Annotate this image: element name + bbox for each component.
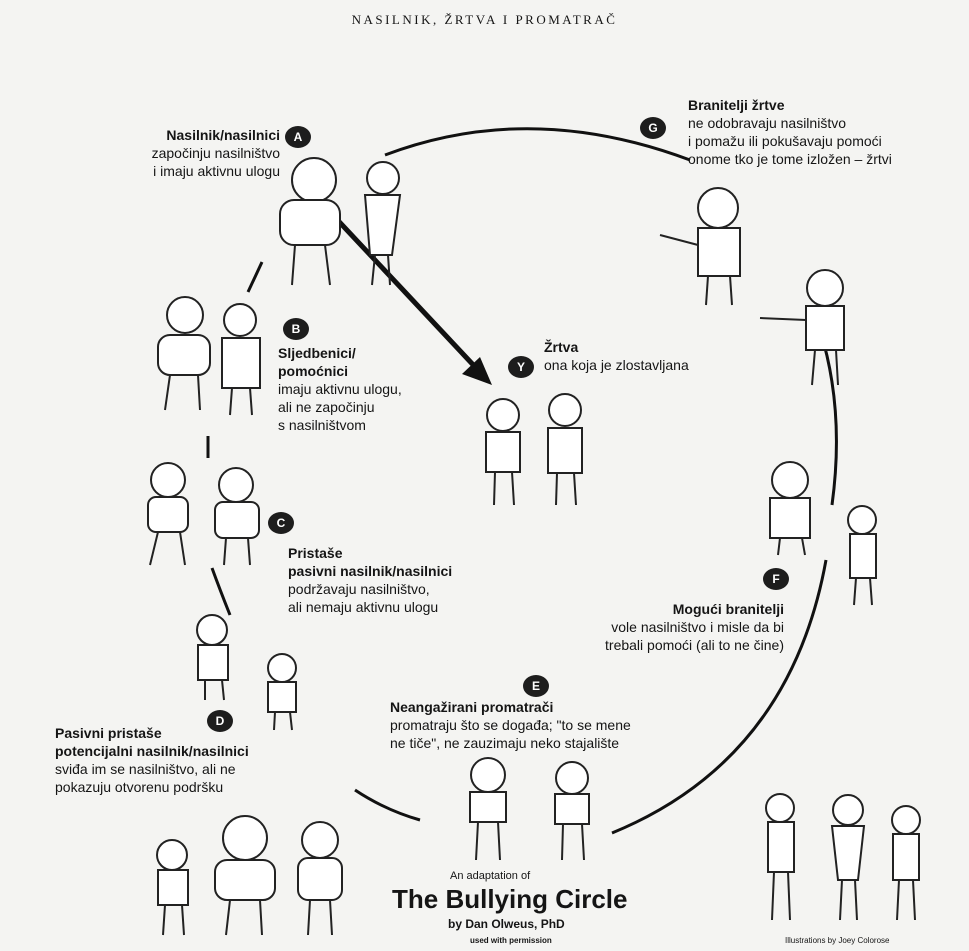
role-b-title-2: pomoćnici <box>278 363 349 379</box>
role-d-line-1: sviđa im se nasilništvo, ali ne <box>55 761 236 777</box>
role-d-line-2: pokazuju otvorenu podršku <box>55 779 224 795</box>
role-g-line-3: onome tko je tome izložen – žrtvi <box>688 151 892 167</box>
role-g-title: Branitelji žrtve <box>688 97 785 113</box>
arc-e-d <box>354 788 421 822</box>
role-e-line-1: promatraju što se događa; "to se mene <box>390 717 631 733</box>
arrow-bully-to-victim <box>328 210 492 385</box>
role-y-text: Žrtva ona koja je zlostavljana <box>544 338 689 374</box>
role-b-line-3: s nasilništvom <box>278 417 366 433</box>
badge-d: D <box>207 710 233 732</box>
role-e-line-2: ne tiče", ne zauzimaju neko stajalište <box>390 735 620 751</box>
badge-f: F <box>763 568 789 590</box>
role-a-line-1: započinju nasilništvo <box>151 145 280 161</box>
role-c-line-2: ali nemaju aktivnu ulogu <box>288 599 439 615</box>
badge-e: E <box>523 675 549 697</box>
figure-group-d <box>196 614 297 731</box>
figure-group-a <box>279 157 402 286</box>
role-f-line-2: trebali pomoći (ali to ne čine) <box>605 637 784 653</box>
role-a-line-2: i imaju aktivnu ulogu <box>153 163 280 179</box>
figure-group-bottom-right <box>765 793 921 921</box>
arc-g-f <box>818 329 838 506</box>
arc-f-e <box>611 559 828 835</box>
role-a-title: Nasilnik/nasilnici <box>166 127 280 143</box>
role-d-title: Pasivni pristaše <box>55 725 162 741</box>
role-g-line-1: ne odobravaju nasilništvo <box>688 115 846 131</box>
badge-g: G <box>640 117 666 139</box>
role-d-title-2: potencijalni nasilnik/nasilnici <box>55 743 249 759</box>
footer-title: The Bullying Circle <box>392 884 628 914</box>
badge-b: B <box>283 318 309 340</box>
footer-permission: used with permission <box>470 936 552 945</box>
page-header: NASILNIK, ŽRTVA I PROMATRAČ <box>351 12 618 27</box>
role-y-line-1: ona koja je zlostavljana <box>544 357 689 373</box>
figure-group-e <box>469 757 590 861</box>
role-f-text: Mogući branitelji vole nasilništvo i mis… <box>560 600 784 654</box>
role-f-line-1: vole nasilništvo i misle da bi <box>611 619 784 635</box>
role-b-text: Sljedbenici/ pomoćnici imaju aktivnu ulo… <box>278 344 402 434</box>
role-g-line-2: i pomažu ili pokušavaju pomoći <box>688 133 882 149</box>
figure-group-c <box>147 462 260 566</box>
badge-c: C <box>268 512 294 534</box>
role-g-text: Branitelji žrtve ne odobravaju nasilništ… <box>688 96 969 168</box>
role-b-line-1: imaju aktivnu ulogu, <box>278 381 402 397</box>
role-d-text: Pasivni pristaše potencijalni nasilnik/n… <box>55 724 249 796</box>
figure-group-y <box>485 393 583 506</box>
role-c-title-2: pasivni nasilnik/nasilnici <box>288 563 453 579</box>
figure-group-bottom-left <box>156 815 343 936</box>
arc-a-g <box>384 127 691 162</box>
role-y-title: Žrtva <box>544 339 579 355</box>
badge-a: A <box>285 126 311 148</box>
role-b-title: Sljedbenici/ <box>278 345 356 361</box>
role-e-text: Neangažirani promatrači promatraju što s… <box>390 698 631 752</box>
role-c-line-1: podržavaju nasilništvo, <box>288 581 430 597</box>
role-c-text: Pristaše pasivni nasilnik/nasilnici podr… <box>288 544 452 616</box>
arc-b-a <box>246 261 264 293</box>
role-c-title: Pristaše <box>288 545 343 561</box>
role-f-title: Mogući branitelji <box>672 601 784 617</box>
footer-adaptation: An adaptation of <box>450 870 531 882</box>
badge-y: Y <box>508 356 534 378</box>
footer-author: by Dan Olweus, PhD <box>448 917 565 931</box>
figure-group-f <box>769 461 877 606</box>
footer-illustrations: Illustrations by Joey Colorose <box>785 936 890 945</box>
role-e-title: Neangažirani promatrači <box>390 699 554 715</box>
figure-group-b <box>157 296 261 416</box>
role-a-text: Nasilnik/nasilnici započinju nasilništvo… <box>80 126 280 180</box>
role-b-line-2: ali ne započinju <box>278 399 375 415</box>
figure-group-g <box>659 187 845 386</box>
arc-d-c <box>210 567 232 616</box>
